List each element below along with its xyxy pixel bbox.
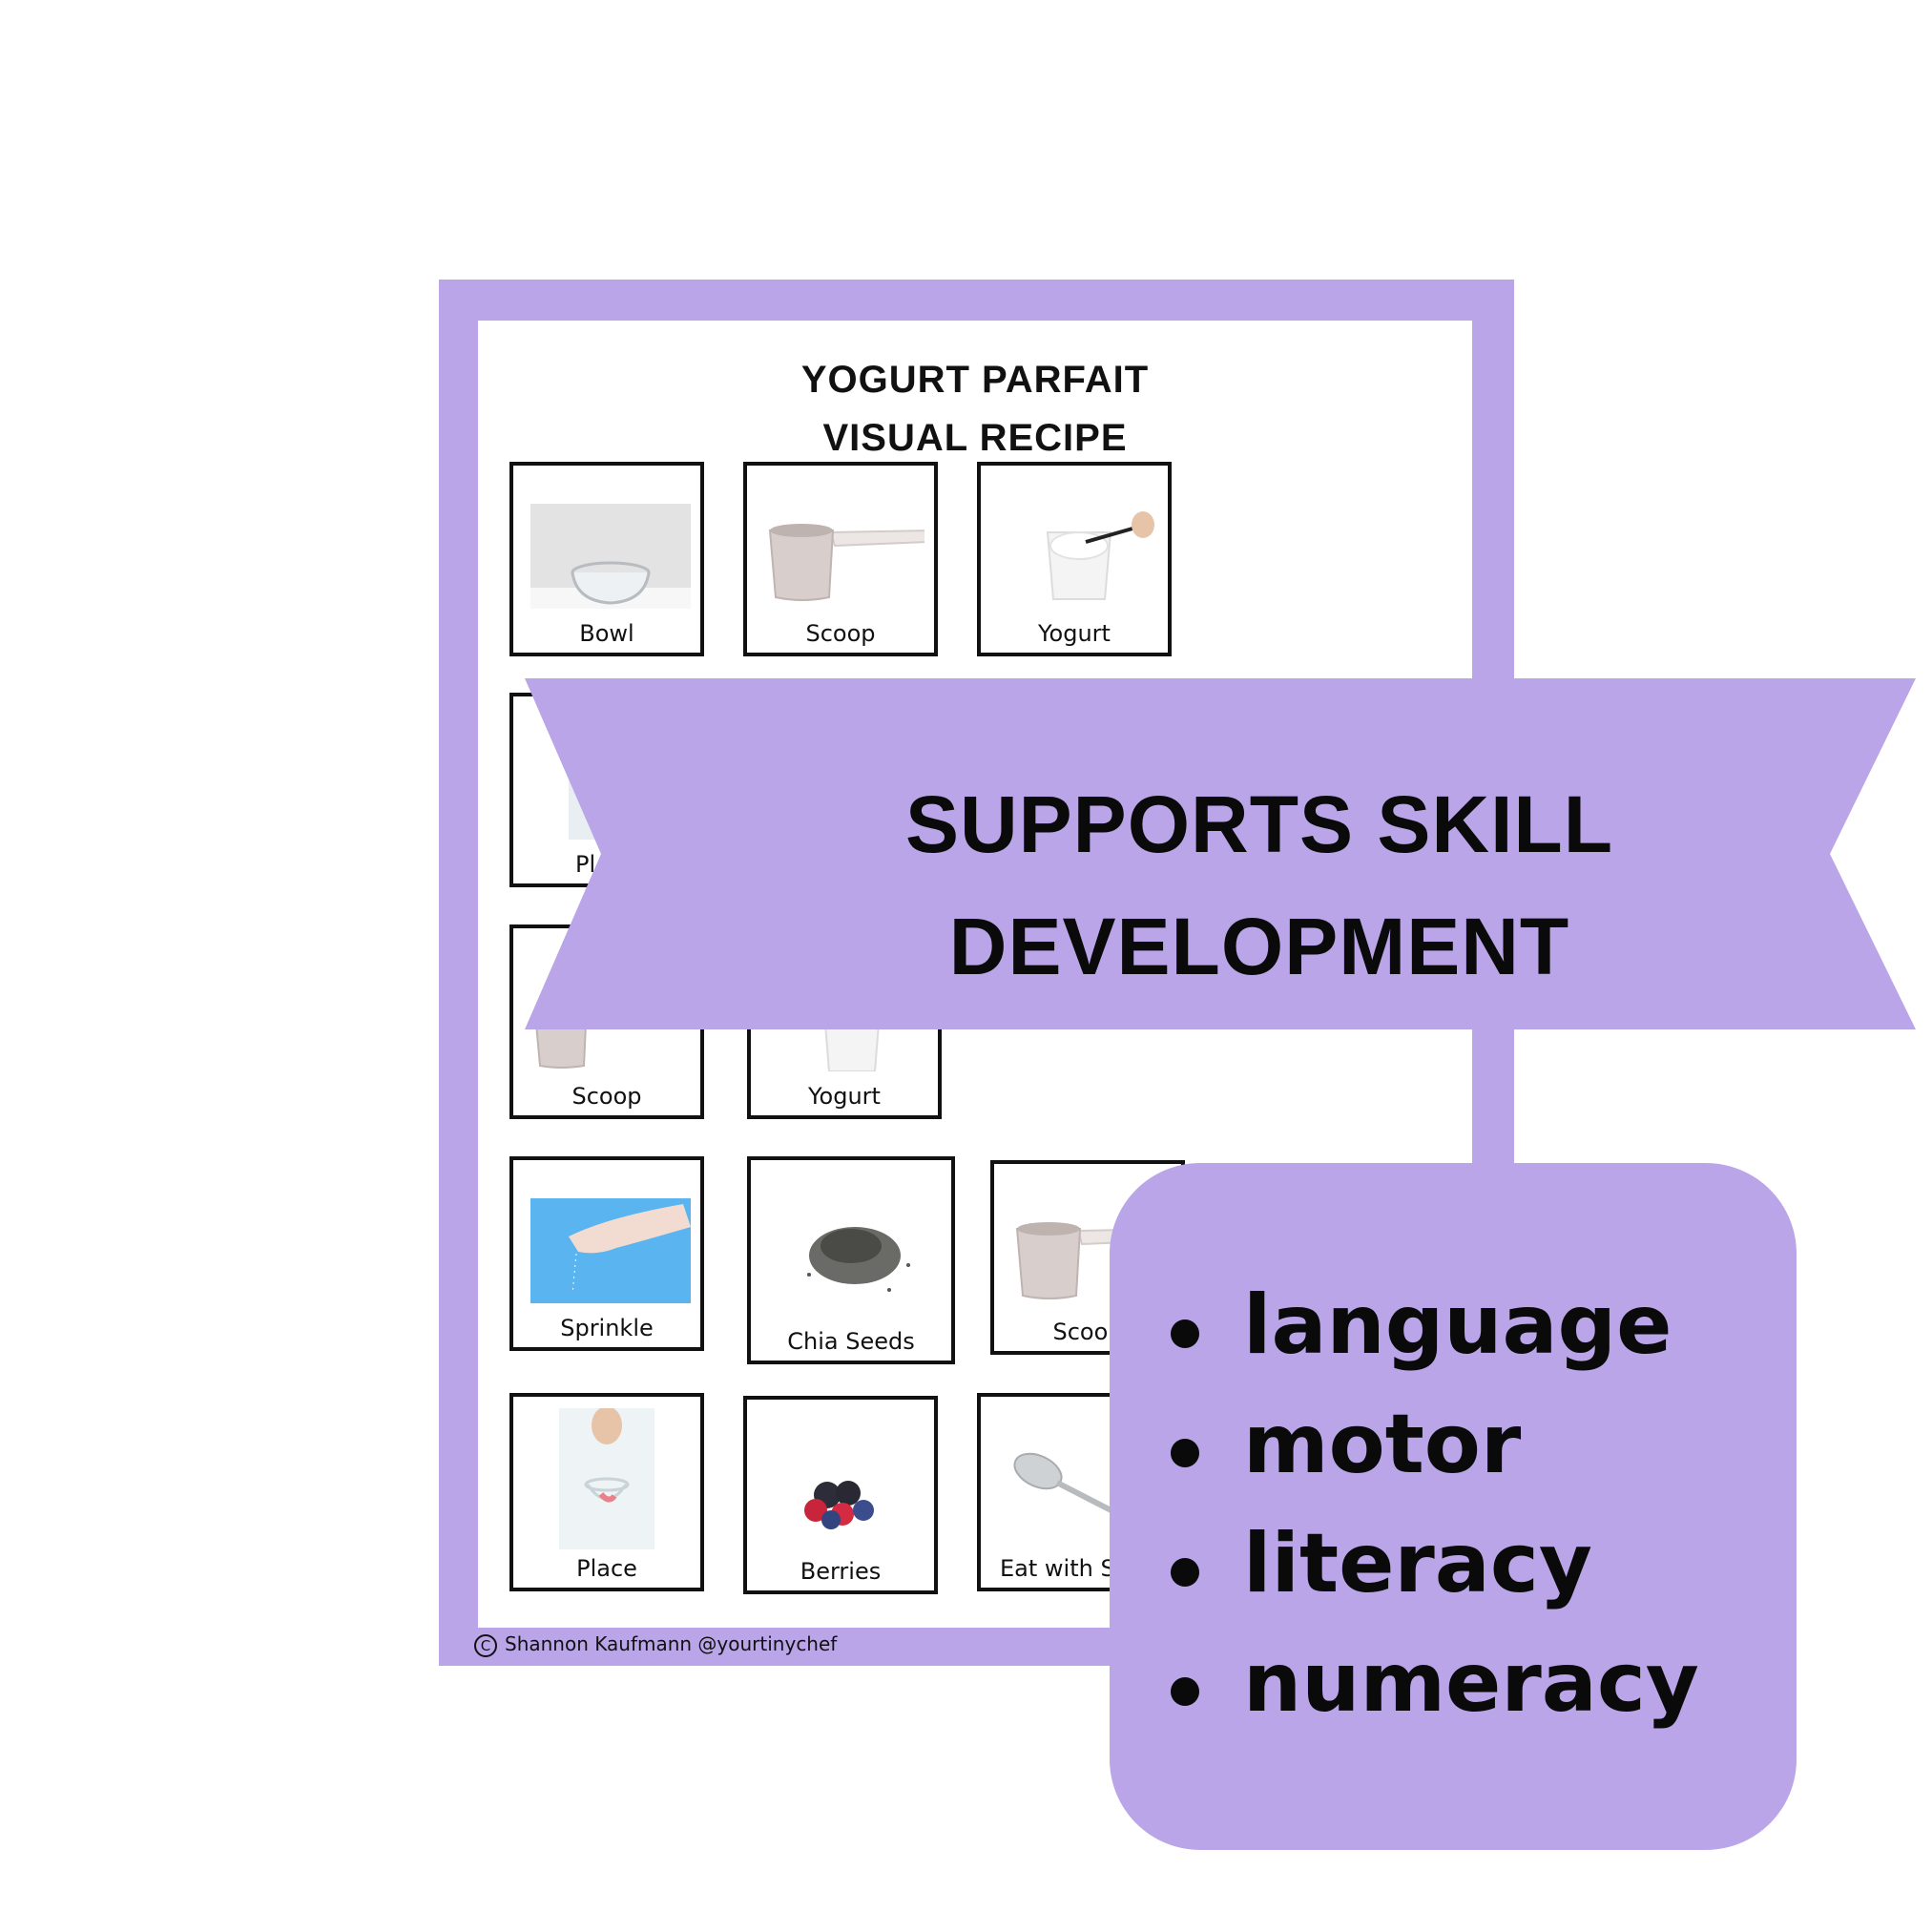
card-label: Berries (800, 1558, 882, 1585)
berries-icon (804, 1481, 874, 1529)
glass-bowl-icon (530, 504, 691, 609)
skill-label: numeracy (1243, 1635, 1699, 1731)
card-label: Place (576, 1555, 637, 1582)
recipe-subtitle: VISUAL RECIPE (822, 417, 1128, 459)
recipe-card: Chia Seeds (747, 1156, 955, 1364)
card-label: Scoop (571, 1083, 642, 1110)
bullet-icon (1171, 1439, 1199, 1467)
ribbon-line-1: SUPPORTS SKILL (904, 779, 1614, 869)
credit-text: Shannon Kaufmann @yourtinychef (505, 1632, 838, 1655)
card-label: Yogurt (1038, 620, 1111, 647)
recipe-card: Scoop (743, 462, 938, 656)
card-label: Pl (575, 851, 596, 878)
ribbon-line-2: DEVELOPMENT (948, 902, 1570, 991)
measuring-cup-icon (534, 1023, 588, 1069)
recipe-title: YOGURT PARFAIT (800, 359, 1150, 401)
card-label: Yogurt (808, 1083, 881, 1110)
skill-item: motor (1171, 1397, 1522, 1492)
bullet-icon (1171, 1677, 1199, 1706)
skill-item: language (1171, 1278, 1672, 1373)
skills-box: language motor literacy numeracy (1110, 1163, 1797, 1850)
card-label: Eat with S (1000, 1555, 1115, 1582)
copyright-icon: C (474, 1633, 497, 1657)
skill-label: language (1243, 1278, 1672, 1373)
recipe-card: Sprinkle (509, 1156, 704, 1351)
chia-seeds-icon (807, 1227, 910, 1292)
ribbon-banner (525, 678, 1916, 1029)
skill-item: literacy (1171, 1516, 1592, 1611)
card-label: Scoop (805, 620, 876, 647)
card-label: Sprinkle (560, 1315, 654, 1341)
yogurt-cup-icon (1046, 511, 1154, 600)
bullet-icon (1171, 1558, 1199, 1587)
skill-label: motor (1243, 1397, 1522, 1492)
skill-item: numeracy (1171, 1635, 1699, 1731)
bullet-icon (1171, 1319, 1199, 1348)
recipe-card: Berries (743, 1396, 938, 1594)
hand-glass-icon (559, 1408, 654, 1549)
measuring-cup-icon (768, 524, 924, 601)
copyright-credit: C Shannon Kaufmann @yourtinychef (474, 1632, 837, 1657)
recipe-card: Place (509, 1393, 704, 1591)
recipe-card: Yogurt (977, 462, 1172, 656)
skill-label: literacy (1243, 1516, 1592, 1611)
card-label: Bowl (579, 620, 634, 647)
ribbon-heading: SUPPORTS SKILL DEVELOPMENT (782, 763, 1736, 1008)
card-label: Chia Seeds (787, 1328, 915, 1355)
recipe-card: Bowl (509, 462, 704, 656)
hand-sprinkle-icon (530, 1198, 691, 1303)
